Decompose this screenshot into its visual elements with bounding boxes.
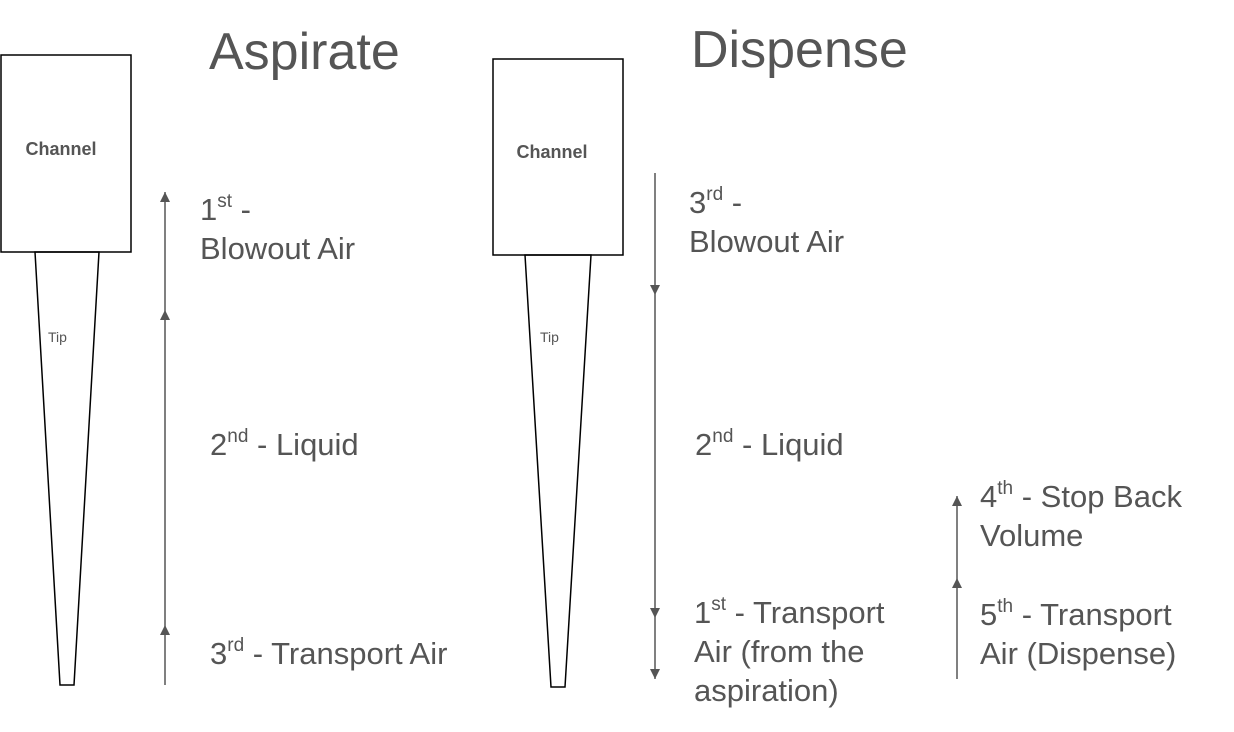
aspirate-step-blowout-air: 1st -Blowout Air	[200, 191, 356, 266]
dispense-tip	[524, 254, 592, 688]
aspirate-tip-label: Tip	[48, 329, 67, 345]
aspirate-step-liquid: 2nd - Liquid	[210, 426, 359, 462]
aspirate-channel-label: Channel	[25, 139, 97, 159]
dispense-step-liquid: 2nd - Liquid	[695, 426, 844, 462]
aspirate-tip	[34, 251, 100, 686]
dispense-step-blowout-air: 3rd -Blowout Air	[689, 184, 845, 259]
aspirate-step-transport-air: 3rd - Transport Air	[210, 635, 448, 671]
dispense-title: Dispense	[691, 21, 908, 79]
dispense-channel-label: Channel	[516, 142, 588, 162]
dispense-tip-label: Tip	[540, 329, 559, 345]
aspirate-title: Aspirate	[209, 23, 400, 81]
